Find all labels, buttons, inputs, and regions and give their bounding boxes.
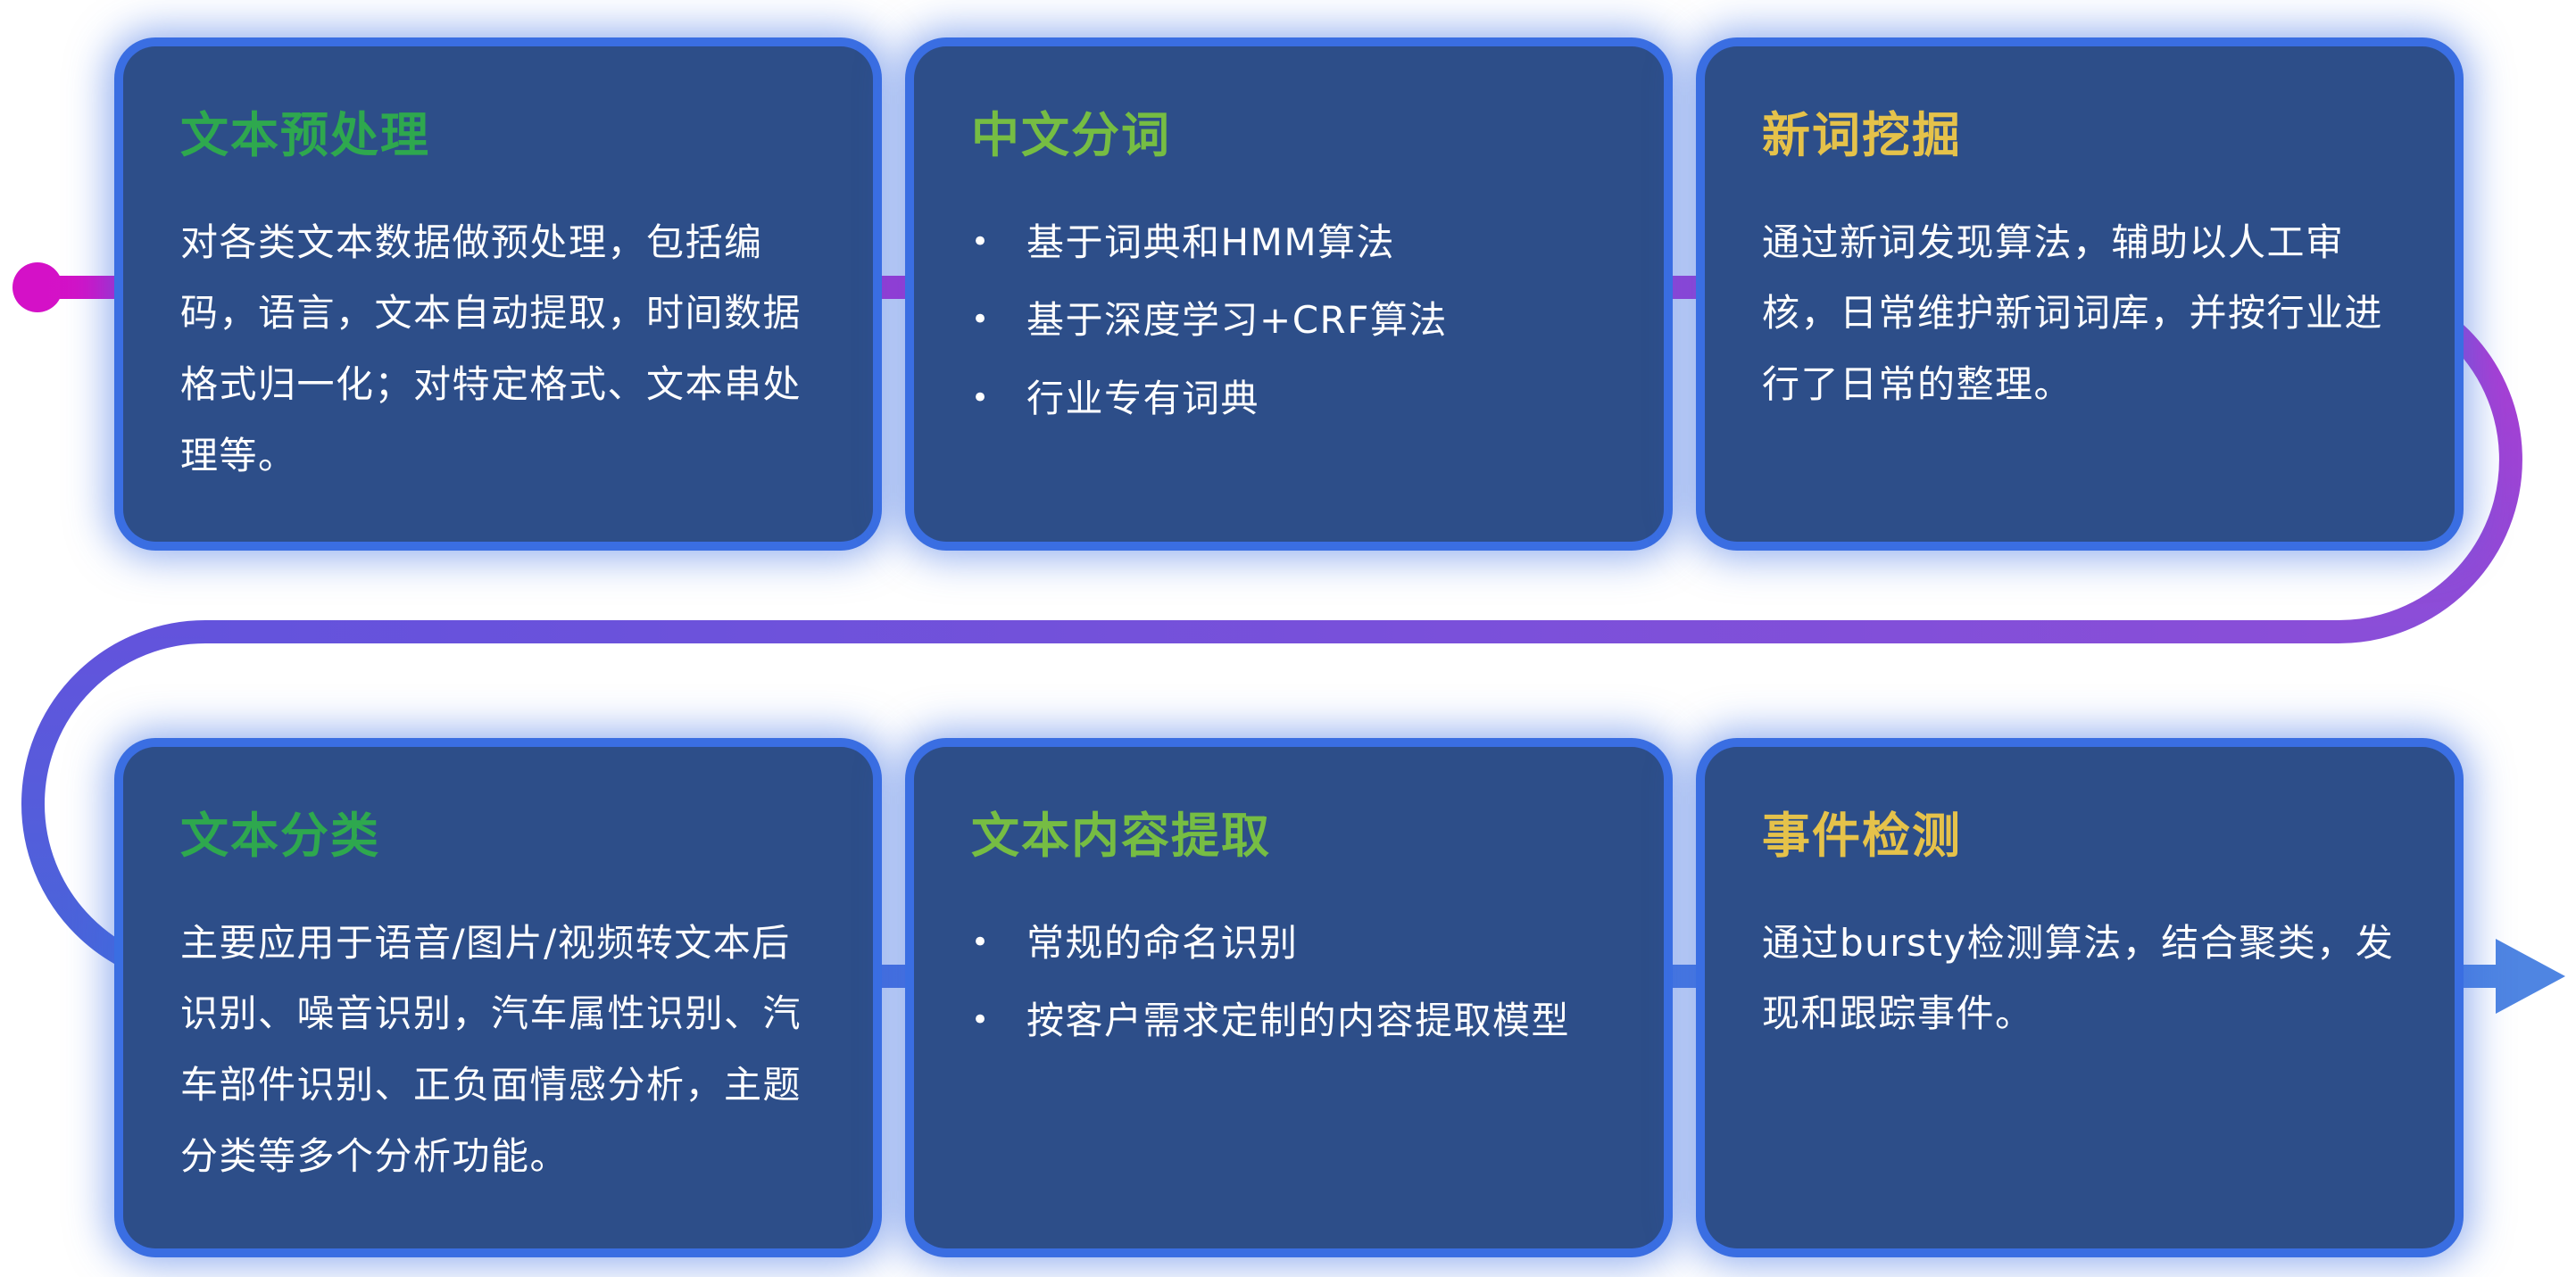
card-bullet-list: • 基于词典和HMM算法 • 基于深度学习+CRF算法 • 行业专有词典 xyxy=(971,207,1607,435)
bullet-text: 行业专有词典 xyxy=(1026,377,1260,421)
card-bullet-list: • 常规的命名识别 • 按客户需求定制的内容提取模型 xyxy=(971,908,1607,1057)
card-body: 主要应用于语音/图片/视频转文本后识别、噪音识别，汽车属性识别、汽车部件识别、正… xyxy=(180,920,802,1178)
bullet-dot-icon: • xyxy=(971,302,991,338)
card-event-detection: 事件检测 通过bursty检测算法，结合聚类，发现和跟踪事件。 xyxy=(1705,747,2455,1248)
card-body: 通过新词发现算法，辅助以人工审核，日常维护新词词库，并按行业进行了日常的整理。 xyxy=(1762,220,2384,407)
card-title: 文本分类 xyxy=(180,808,380,864)
card-text-preprocessing: 文本预处理 对各类文本数据做预处理，包括编码，语言，文本自动提取，时间数据格式归… xyxy=(123,46,873,542)
card-title: 文本内容提取 xyxy=(971,808,1271,864)
bullet-item: • 按客户需求定制的内容提取模型 xyxy=(971,985,1607,1057)
bullet-item: • 行业专有词典 xyxy=(971,363,1607,435)
bullet-text: 基于词典和HMM算法 xyxy=(1026,220,1396,264)
card-title: 新词挖掘 xyxy=(1762,107,1962,163)
card-new-word-mining: 新词挖掘 通过新词发现算法，辅助以人工审核，日常维护新词词库，并按行业进行了日常… xyxy=(1705,46,2455,542)
card-body: 对各类文本数据做预处理，包括编码，语言，文本自动提取，时间数据格式归一化；对特定… xyxy=(180,220,802,477)
bullet-text: 按客户需求定制的内容提取模型 xyxy=(1026,999,1571,1043)
bullet-dot-icon: • xyxy=(971,1002,991,1039)
bullet-text: 常规的命名识别 xyxy=(1026,920,1299,965)
card-body: 通过bursty检测算法，结合聚类，发现和跟踪事件。 xyxy=(1762,920,2395,1036)
card-text-classification: 文本分类 主要应用于语音/图片/视频转文本后识别、噪音识别，汽车属性识别、汽车部… xyxy=(123,747,873,1248)
bullet-item: • 基于词典和HMM算法 xyxy=(971,207,1607,278)
card-title: 中文分词 xyxy=(971,107,1171,163)
card-title: 事件检测 xyxy=(1762,808,1962,864)
flow-arrow-icon xyxy=(2496,939,2565,1014)
card-title: 文本预处理 xyxy=(180,107,430,163)
bullet-item: • 基于深度学习+CRF算法 xyxy=(971,285,1607,356)
bullet-dot-icon: • xyxy=(971,380,991,417)
bullet-dot-icon: • xyxy=(971,924,991,960)
bullet-item: • 常规的命名识别 xyxy=(971,908,1607,979)
card-chinese-word-segmentation: 中文分词 • 基于词典和HMM算法 • 基于深度学习+CRF算法 • 行业专有词… xyxy=(914,46,1664,542)
card-text-content-extraction: 文本内容提取 • 常规的命名识别 • 按客户需求定制的内容提取模型 xyxy=(914,747,1664,1248)
bullet-dot-icon: • xyxy=(971,223,991,260)
bullet-text: 基于深度学习+CRF算法 xyxy=(1026,298,1448,343)
